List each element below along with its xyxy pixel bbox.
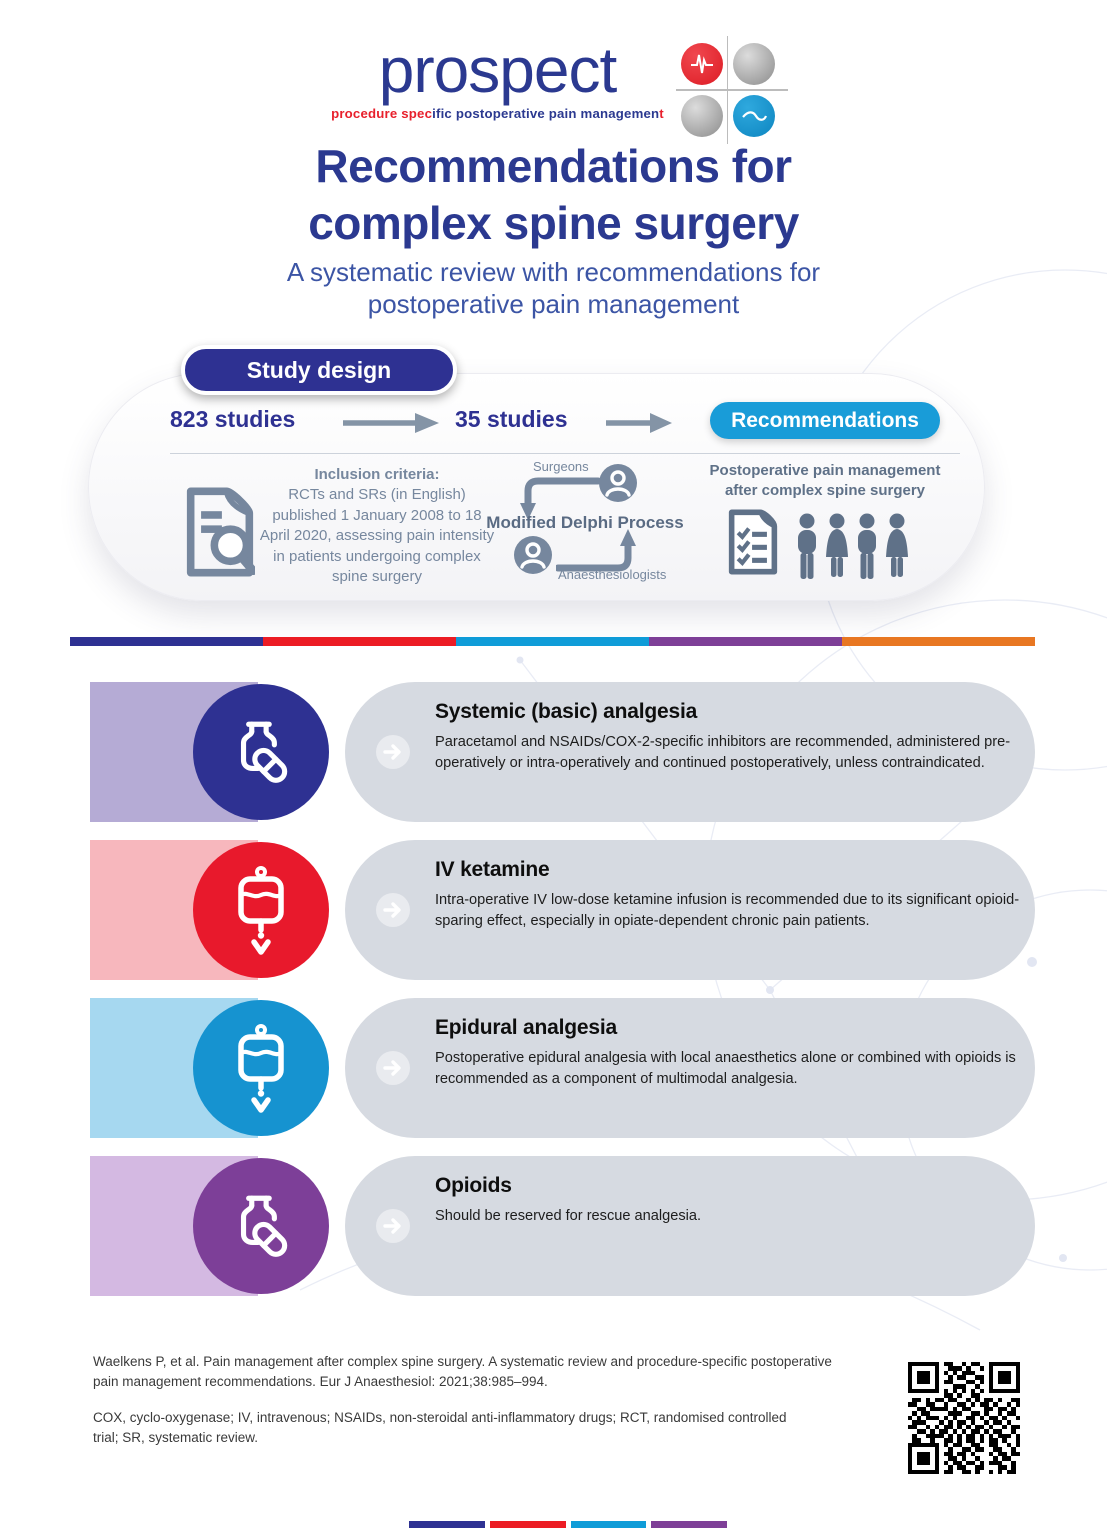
anaesthesiologists-label: Anaesthesiologists (558, 567, 667, 582)
card-body: Paracetamol and NSAIDs/COX-2-specific in… (435, 734, 1011, 771)
studies-count-initial: 823 studies (170, 406, 296, 432)
gray-circle-icon (680, 95, 723, 137)
document-search-icon (186, 487, 255, 577)
divider-segment (842, 637, 1035, 646)
card-background (345, 1156, 1035, 1296)
people-group-icon (798, 513, 908, 579)
divider-segment (456, 637, 649, 646)
abbreviations-text: COX, cyclo-oxygenase; IV, intravenous; N… (93, 1410, 787, 1445)
card-title: Epidural analgesia (435, 1016, 617, 1039)
wave-circle-icon (732, 95, 775, 137)
section-divider-bar (70, 637, 1035, 646)
tagline-part-blue: ific postoperative pain managemen (432, 106, 660, 121)
checklist-icon (728, 509, 778, 575)
title-line-2: complex spine surgery (308, 197, 799, 249)
person-avatar-icon (514, 536, 552, 574)
subtitle-line-1: A systematic review with recommendations… (286, 257, 821, 287)
divider-segment (263, 637, 456, 646)
logo-mark-icon (675, 36, 788, 144)
right-arrow-circle-icon (376, 893, 410, 927)
card-body: Intra-operative IV low-dose ketamine inf… (435, 892, 1020, 929)
gray-circle-icon (732, 43, 775, 85)
recommendation-card-epidural-analgesia: Epidural analgesia Postoperative epidura… (90, 998, 1035, 1138)
title-line-1: Recommendations for (315, 140, 792, 192)
citation-text: Waelkens P, et al. Pain management after… (93, 1354, 832, 1389)
curved-arrow-up-icon (556, 529, 636, 572)
recommendation-card-iv-ketamine: IV ketamine Intra-operative IV low-dose … (90, 840, 1035, 980)
pill-bottle-icon (193, 1158, 329, 1294)
card-title: Opioids (435, 1174, 512, 1197)
pill-bottle-icon (193, 684, 329, 820)
tagline-part-red: procedure spec (331, 106, 433, 121)
page-title: Recommendations for complex spine surger… (0, 138, 1107, 252)
divider-segment (70, 637, 263, 646)
recommendation-card-opioids: Opioids Should be reserved for rescue an… (90, 1156, 1035, 1296)
tagline-part-red-end: t (659, 106, 664, 121)
curved-arrow-down-icon (520, 477, 600, 520)
card-title: IV ketamine (435, 858, 550, 881)
right-arrow-icon (343, 413, 439, 433)
ecg-circle-icon (680, 43, 723, 85)
study-design-badge: Study design (181, 345, 457, 395)
right-arrow-circle-icon (376, 735, 410, 769)
iv-bag-icon (193, 1000, 329, 1136)
study-design-panel: Study design 823 studies 35 studies Reco… (88, 345, 985, 601)
logo-grid-line (675, 89, 788, 91)
card-background (345, 998, 1035, 1138)
right-arrow-icon (606, 413, 672, 433)
right-arrow-circle-icon (376, 1209, 410, 1243)
surgeons-label: Surgeons (533, 459, 589, 474)
outcome-text: Postoperative pain management after comp… (709, 462, 941, 500)
right-arrow-circle-icon (376, 1051, 410, 1085)
card-background (345, 840, 1035, 980)
card-background (345, 682, 1035, 822)
bottom-bar-segment (651, 1521, 727, 1528)
recommendation-card-systemic-analgesia: Systemic (basic) analgesia Paracetamol a… (90, 682, 1035, 822)
brand-wordmark: prospect (378, 34, 617, 106)
card-body: Should be reserved for rescue analgesia. (435, 1208, 702, 1224)
card-title: Systemic (basic) analgesia (435, 700, 698, 723)
brand-tagline: procedure specific postoperative pain ma… (331, 106, 664, 121)
bottom-bar-segment (409, 1521, 485, 1528)
person-avatar-icon (599, 464, 637, 502)
inclusion-criteria-title: Inclusion criteria: (314, 466, 440, 483)
prospect-logo: prospect procedure specific postoperativ… (0, 34, 1107, 144)
studies-count-included: 35 studies (455, 406, 568, 432)
bottom-bar-segment (570, 1521, 647, 1528)
inclusion-criteria-text: Inclusion criteria: RCTs and SRs (in Eng… (256, 465, 498, 587)
bottom-bar-segment (489, 1521, 566, 1528)
delphi-process-title: Modified Delphi Process (486, 513, 684, 532)
recommendations-pill: Recommendations (710, 402, 940, 439)
qr-code (908, 1362, 1020, 1474)
inclusion-criteria-body: RCTs and SRs (in English) published 1 Ja… (259, 486, 495, 585)
study-divider-line (170, 453, 960, 454)
subtitle-line-2: postoperative pain management (367, 289, 740, 319)
card-body: Postoperative epidural analgesia with lo… (435, 1050, 1016, 1087)
page-subtitle: A systematic review with recommendations… (0, 256, 1107, 320)
bottom-color-bar (409, 1521, 727, 1528)
divider-segment (649, 637, 842, 646)
iv-bag-icon (193, 842, 329, 978)
